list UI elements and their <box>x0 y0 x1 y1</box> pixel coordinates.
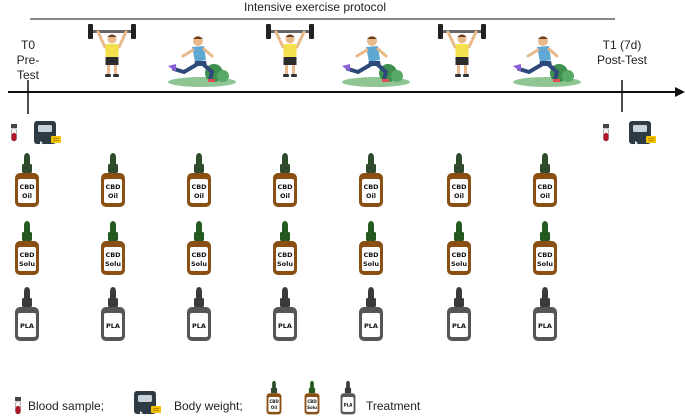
measurement-icons <box>11 121 656 145</box>
bottle-label-line2: Oil <box>194 192 204 200</box>
bottle-label-line1: CBD <box>307 399 317 404</box>
protocol-title: Intensive exercise protocol <box>243 0 387 14</box>
bottle-label-line2: Solu <box>19 260 35 268</box>
bottle-label-line1: CBD <box>269 399 279 404</box>
bottle-label-line2: Solu <box>537 260 553 268</box>
t1-phase: Post-Test <box>596 53 647 67</box>
bottle-label-line2: Solu <box>277 260 293 268</box>
t0-phase: Pre-Test <box>16 53 40 82</box>
bottle-label-line1: CBD <box>277 183 293 191</box>
bottle-label-line1: PLA <box>344 402 354 407</box>
bottle-label-line1: CBD <box>363 183 379 191</box>
legend-bottle-pla: PLA <box>340 380 356 415</box>
t1-label: T1 (7d) Post-Test <box>582 38 662 68</box>
bottle-label-line1: PLA <box>192 322 206 330</box>
bottle-label-line1: CBD <box>19 251 35 259</box>
bottle-label-line2: Solu <box>363 260 379 268</box>
activities-row <box>88 24 581 87</box>
bottle-label-line2: Solu <box>307 405 317 410</box>
bottle-label-line2: Oil <box>271 405 278 410</box>
bottle-label-line1: CBD <box>277 251 293 259</box>
t0-time: T0 <box>20 38 35 52</box>
bottle-pla: PLA <box>101 287 125 341</box>
bottle-label-line2: Solu <box>451 260 467 268</box>
legend-weight-label: Body weight; <box>174 399 243 413</box>
bottle-label-line1: PLA <box>452 322 466 330</box>
bottle-label-line1: CBD <box>19 183 35 191</box>
bottle-pla: PLA <box>187 287 211 341</box>
bottle-pla: PLA <box>447 287 471 341</box>
bottle-label-line1: CBD <box>363 251 379 259</box>
bottle-pla: PLA <box>273 287 297 341</box>
bottle-label-line2: Solu <box>191 260 207 268</box>
bottle-label-line1: CBD <box>191 251 207 259</box>
bottle-label-line1: PLA <box>20 322 34 330</box>
runner-icon <box>168 36 236 87</box>
bottle-label-line1: PLA <box>278 322 292 330</box>
legend-blood-label: Blood sample; <box>28 399 105 413</box>
bottle-label-line2: Oil <box>366 192 376 200</box>
bottle-label-line2: Oil <box>108 192 118 200</box>
bottle-label-line1: PLA <box>538 322 552 330</box>
bottle-label-line1: CBD <box>537 183 553 191</box>
t1-time: T1 (7d) <box>602 38 642 52</box>
bottle-label-line1: CBD <box>451 251 467 259</box>
body-weight-icon-t1 <box>629 121 656 145</box>
bottle-label-line1: CBD <box>105 251 121 259</box>
bottle-label-line2: Oil <box>454 192 464 200</box>
runner-icon <box>513 36 581 87</box>
bottle-label-line2: Oil <box>22 192 32 200</box>
bottle-label-line1: PLA <box>364 322 378 330</box>
legend-scale-icon <box>134 391 161 415</box>
timeline-arrowhead <box>675 87 685 97</box>
blood-sample-icon-t1 <box>603 124 609 142</box>
bottle-label-line2: Oil <box>540 192 550 200</box>
bottle-pla: PLA <box>359 287 383 341</box>
weightlifter-icon <box>438 24 486 77</box>
bottle-label-line1: CBD <box>451 183 467 191</box>
t0-label: T0 Pre-Test <box>6 38 50 83</box>
legend-blood-icon <box>15 397 21 415</box>
bottle-pla: PLA <box>15 287 39 341</box>
weightlifter-icon <box>266 24 314 77</box>
blood-sample-icon-t0 <box>11 124 17 142</box>
body-weight-icon-t0 <box>34 121 61 145</box>
treatment-grid: CBDOilCBDOilCBDOilCBDOilCBDOilCBDOilCBDO… <box>15 153 557 341</box>
bottle-label-line1: CBD <box>191 183 207 191</box>
bottle-label-line1: CBD <box>537 251 553 259</box>
runner-icon <box>342 36 410 87</box>
bottle-label-line1: PLA <box>106 322 120 330</box>
bottle-label-line1: CBD <box>105 183 121 191</box>
bottle-label-line2: Solu <box>105 260 121 268</box>
bottle-pla: PLA <box>533 287 557 341</box>
weightlifter-icon <box>88 24 136 77</box>
bottle-label-line2: Oil <box>280 192 290 200</box>
legend-treatment-label: Treatment <box>366 399 421 413</box>
